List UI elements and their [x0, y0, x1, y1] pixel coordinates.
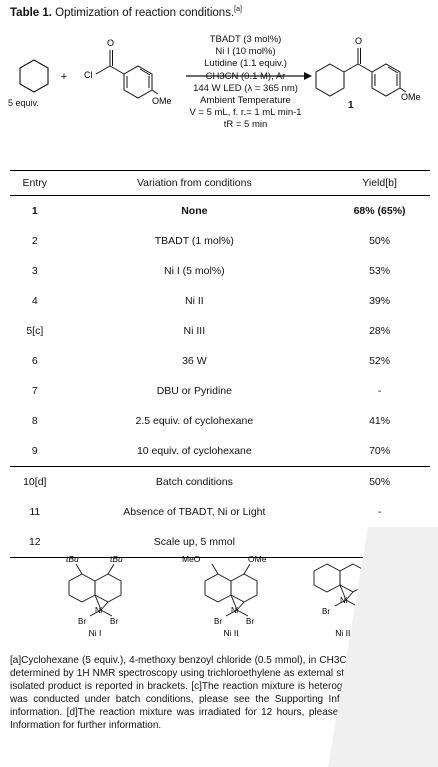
cond-flow: V = 5 mL, f. r.= 1 mL min-1: [189, 107, 302, 119]
yield-cell: 53%: [369, 265, 391, 277]
cond-base: Lutidine (1.1 equiv.): [204, 58, 287, 70]
yield-cell: 41%: [369, 415, 391, 427]
entry-cell: 8: [31, 415, 38, 427]
entry-cell: 3: [31, 265, 38, 277]
table-caption: Optimization of reaction conditions.: [51, 6, 235, 19]
cl-label: Cl: [84, 70, 93, 80]
br-right: Br: [246, 617, 254, 626]
reactant-equiv: 5 equiv.: [8, 98, 39, 108]
entry-cell: 9: [31, 445, 38, 457]
ni-iii-label: Ni III: [335, 628, 352, 638]
meo-label: MeO: [182, 554, 201, 564]
variation-cell: Ni III: [183, 325, 206, 337]
variation-cell: TBADT (1 mol%): [154, 235, 234, 247]
entry-cell: 10[d]: [10, 466, 60, 497]
col-yield: Yield[b]: [329, 170, 430, 196]
ni-atom: Ni: [231, 606, 239, 615]
br-right: Br: [110, 617, 118, 626]
cyclohexane-ring: [19, 59, 49, 93]
watermark-shape: [328, 527, 438, 767]
table-title: Table 1. Optimization of reaction condit…: [10, 6, 242, 19]
col-variation: Variation from conditions: [59, 170, 330, 196]
table-row: 9 10 equiv. of cyclohexane 70%: [10, 436, 430, 467]
yield-cell: 28%: [369, 325, 391, 337]
entry-cell: 1: [31, 205, 38, 217]
yield-cell: 39%: [369, 295, 391, 307]
variation-cell: None: [181, 205, 208, 217]
variation-cell: 2.5 equiv. of cyclohexane: [135, 415, 254, 427]
variation-cell: Scale up, 5 mmol: [59, 527, 330, 558]
ome-label: OMe: [152, 96, 172, 106]
complex-ni-i: [68, 563, 122, 617]
complex-ni-ii: [204, 563, 258, 617]
cond-residence: tR = 5 min: [223, 119, 268, 131]
table-row: 3 Ni I (5 mol%) 53%: [10, 256, 430, 286]
title-note: [a]: [234, 6, 242, 13]
entry-cell: 12: [10, 527, 60, 558]
tbu-left: tBu: [66, 554, 79, 564]
reaction-scheme: + Cl O OMe O OMe: [19, 36, 421, 106]
variation-cell: DBU or Pyridine: [156, 385, 232, 397]
variation-cell: Ni II: [185, 295, 204, 307]
cond-nickel: Ni I (10 mol%): [215, 46, 276, 58]
variation-cell: Batch conditions: [59, 466, 330, 497]
ome-ligand-label: OMe: [248, 554, 267, 564]
nickel-complexes: tBu tBu Ni Br Br Ni I MeO OMe Ni Br Br N…: [66, 554, 367, 638]
variation-cell: Absence of TBADT, Ni or Light: [123, 506, 266, 518]
entry-cell: 7: [31, 385, 38, 397]
ni-atom: Ni: [95, 606, 103, 615]
reaction-conditions: TBADT (3 mol%) Ni I (10 mol%) Lutidine (…: [183, 34, 308, 132]
table-row: 5[c] Ni III 28%: [10, 316, 430, 346]
ni-ii-label: Ni II: [223, 628, 238, 638]
br-left: Br: [78, 617, 86, 626]
entry-cell: 11: [29, 506, 41, 518]
table-row: 7 DBU or Pyridine -: [10, 376, 430, 406]
variation-cell: 10 equiv. of cyclohexane: [136, 445, 252, 457]
ni-i-label: Ni I: [89, 628, 102, 638]
table-footnotes: [a]Cyclohexane (5 equiv.), 4-methoxy ben…: [10, 655, 430, 731]
entry-cell: 6: [31, 355, 38, 367]
yield-cell: 70%: [369, 445, 391, 457]
table-row: 6 36 W 52%: [10, 346, 430, 376]
cond-solvent: CH3CN (0.1 M), Ar: [205, 70, 286, 82]
cond-temperature: Ambient Temperature: [200, 95, 291, 107]
benzoyl-chloride: [95, 50, 159, 99]
ni-atom: Ni: [340, 596, 348, 605]
product-structure: [315, 48, 407, 97]
variation-cell: 36 W: [182, 355, 207, 367]
cond-catalyst: TBADT (3 mol%): [209, 34, 282, 45]
plus-sign: +: [61, 71, 67, 83]
table-row: 1 None 68% (65%): [10, 196, 430, 227]
yield-cell: 68% (65%): [353, 205, 406, 217]
table-header-row: Entry Variation from conditions Yield[b]: [10, 170, 430, 196]
br-left: Br: [322, 607, 330, 616]
product-o-label: O: [355, 36, 362, 46]
cond-light: 144 W LED (λ = 365 nm): [193, 82, 298, 94]
yield-cell: 50%: [329, 466, 430, 497]
optimization-table: Entry Variation from conditions Yield[b]…: [10, 170, 430, 558]
br-left: Br: [214, 617, 222, 626]
variation-cell: Ni I (5 mol%): [164, 265, 225, 277]
entry-cell: 2: [31, 235, 38, 247]
yield-cell: 52%: [369, 355, 391, 367]
yield-cell: 50%: [369, 235, 391, 247]
table-row: 11 Absence of TBADT, Ni or Light -: [10, 497, 430, 527]
table-row: 2 TBADT (1 mol%) 50%: [10, 226, 430, 256]
table-label: Table 1.: [10, 6, 52, 19]
entry-cell: 5[c]: [26, 325, 44, 337]
yield-cell: -: [377, 506, 382, 518]
product-ome-label: OMe: [401, 92, 421, 102]
arrow-head: [304, 72, 312, 80]
product-number: 1: [348, 100, 354, 111]
entry-cell: 4: [31, 295, 38, 307]
table-row: 4 Ni II 39%: [10, 286, 430, 316]
o-label: O: [107, 38, 114, 48]
col-entry: Entry: [10, 170, 60, 196]
table-row: 8 2.5 equiv. of cyclohexane 41%: [10, 406, 430, 436]
tbu-right: tBu: [110, 554, 123, 564]
yield-cell: -: [377, 385, 382, 397]
